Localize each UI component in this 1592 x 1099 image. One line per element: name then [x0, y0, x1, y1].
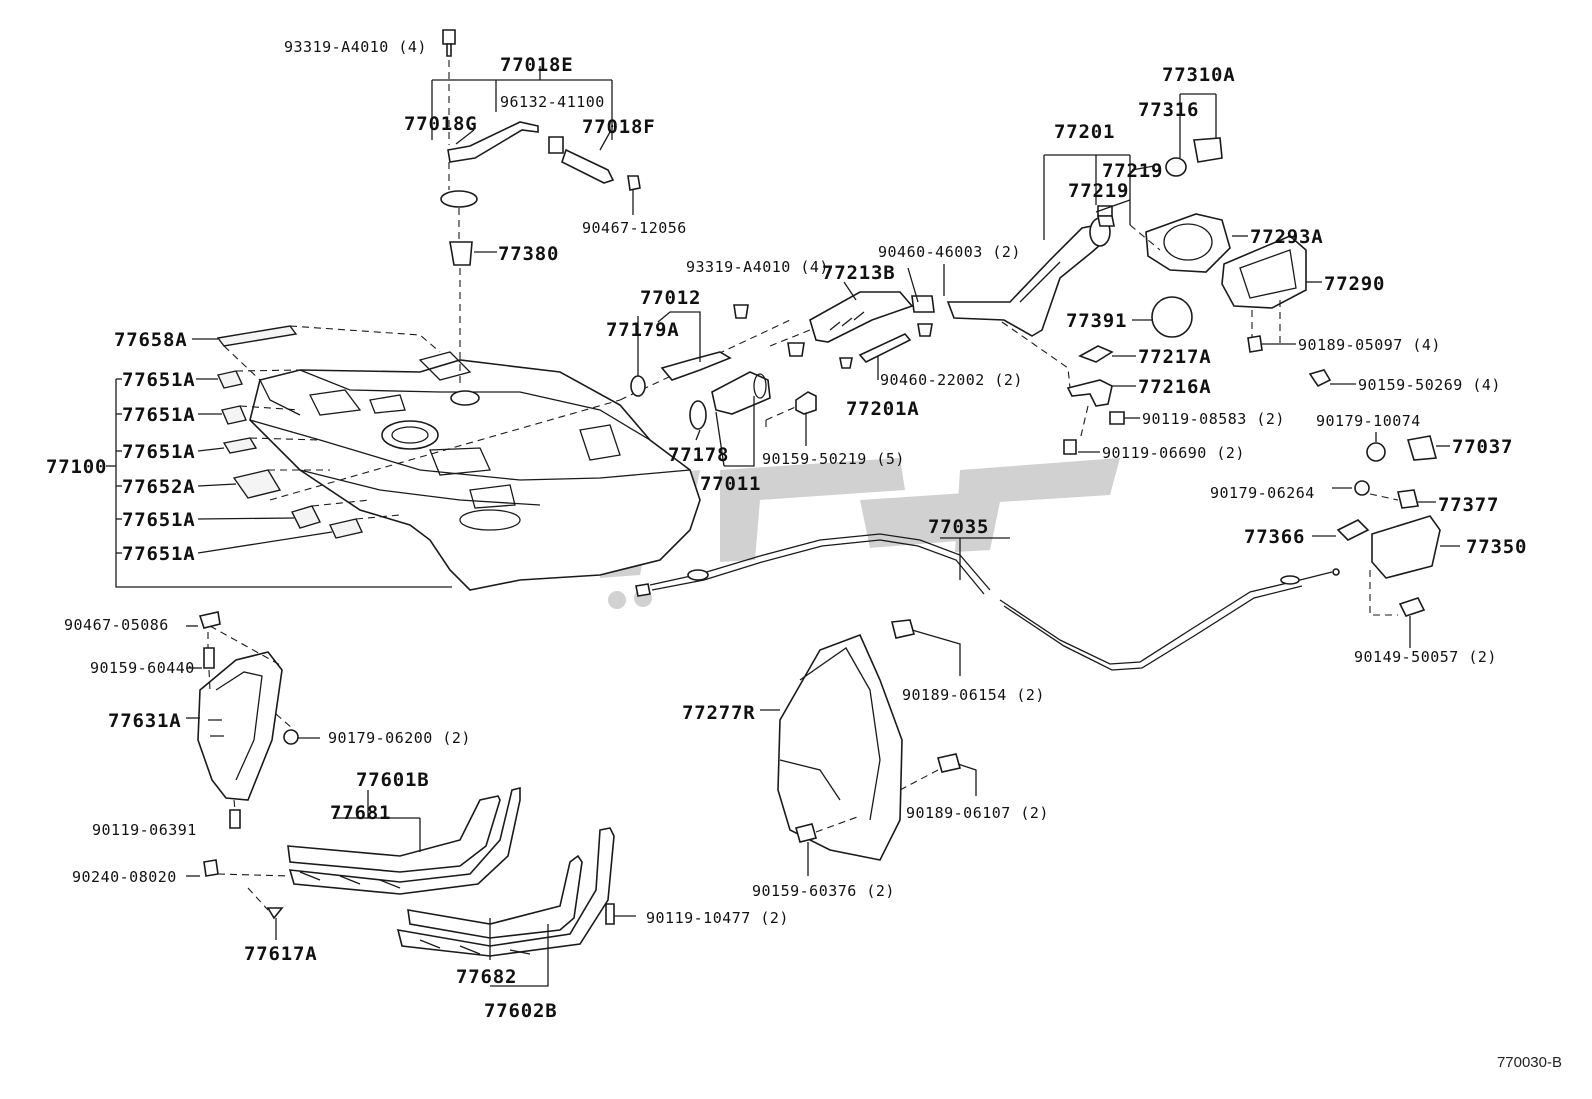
part-label: 77100: [46, 456, 108, 478]
part-label: 77651A: [122, 441, 196, 463]
part-label: 77617A: [244, 943, 318, 965]
part-label: 77201: [1054, 121, 1116, 143]
part-label: 77377: [1438, 494, 1500, 516]
opener-cable-77035: [635, 533, 1340, 671]
part-label: 77651A: [122, 543, 196, 565]
part-label: 77178: [668, 444, 730, 466]
part-label: 77652A: [122, 476, 196, 498]
part-label: 77179A: [606, 319, 680, 341]
part-label: 77310A: [1162, 64, 1236, 86]
part-label: 90467-12056: [582, 219, 687, 237]
tank-leaders: [106, 319, 791, 588]
part-label: 77602B: [484, 1000, 558, 1022]
part-label: 77601B: [356, 769, 430, 791]
part-label: 77213B: [822, 262, 896, 284]
fuel-lid-parts: [1312, 432, 1460, 648]
part-label: 77216A: [1138, 376, 1212, 398]
part-label: 96132-41100: [500, 93, 605, 111]
part-label: 77277R: [682, 702, 756, 724]
tank-straps: [186, 786, 636, 987]
part-label: 90159-60376 (2): [752, 882, 895, 900]
part-label: 77217A: [1138, 346, 1212, 368]
sender-gauge-assembly: [431, 29, 641, 385]
diagram-reference-code: 770030-B: [1496, 1054, 1562, 1071]
part-label: 90460-46003 (2): [878, 243, 1021, 261]
part-label: 90119-10477 (2): [646, 909, 789, 927]
part-label: 77350: [1466, 536, 1528, 558]
part-label: 90119-06690 (2): [1102, 444, 1245, 462]
pads: [216, 325, 363, 539]
part-label: 90159-60440: [90, 659, 195, 677]
part-label: 77011: [700, 473, 762, 495]
part-label: 77037: [1452, 436, 1514, 458]
part-label: 77366: [1244, 526, 1306, 548]
part-label: 90119-06391: [92, 821, 197, 839]
part-label: 90179-06264: [1210, 484, 1315, 502]
filler-brackets: [1001, 321, 1140, 455]
part-label: 90467-05086: [64, 616, 169, 634]
part-label: 77219: [1102, 160, 1164, 182]
part-label: 77682: [456, 966, 518, 988]
part-label: 90460-22002 (2): [880, 371, 1023, 389]
fuel-cap-and-lid: [1129, 93, 1356, 388]
part-label: 90189-05097 (4): [1298, 336, 1441, 354]
part-label: 77380: [498, 243, 560, 265]
part-label: 77658A: [114, 329, 188, 351]
part-label: 77018E: [500, 54, 574, 76]
label-leaders: [455, 129, 1155, 467]
part-label: 77018F: [582, 116, 656, 138]
part-label: 90119-08583 (2): [1142, 410, 1285, 428]
part-label: 90159-50219 (5): [762, 450, 905, 468]
part-label: 90149-50057 (2): [1354, 648, 1497, 666]
part-label: 77201A: [846, 398, 920, 420]
part-label: 77651A: [122, 404, 196, 426]
part-label: 77012: [640, 287, 702, 309]
protector-77631A: [186, 611, 320, 829]
part-label: 77293A: [1250, 226, 1324, 248]
part-label: 77681: [330, 802, 392, 824]
part-label: 77219: [1068, 180, 1130, 202]
bolt-90159-50219: [795, 391, 817, 446]
part-label: 77316: [1138, 99, 1200, 121]
part-label: 77018G: [404, 113, 478, 135]
part-label: 77391: [1066, 310, 1128, 332]
part-label: 90189-06107 (2): [906, 804, 1049, 822]
fuel-tank-77100: [249, 351, 701, 591]
part-label: 77035: [928, 516, 990, 538]
part-label: 77631A: [108, 710, 182, 732]
part-label: 90179-06200 (2): [328, 729, 471, 747]
part-label: 93319-A4010 (4): [686, 258, 829, 276]
fender-liner-77277R: [760, 619, 977, 876]
part-label: 93319-A4010 (4): [284, 38, 427, 56]
part-label: 90179-10074: [1316, 412, 1421, 430]
part-label: 77651A: [122, 369, 196, 391]
part-label: 90189-06154 (2): [902, 686, 1045, 704]
filler-pipe-assembly: [630, 154, 1131, 432]
part-label: 77651A: [122, 509, 196, 531]
part-label: 90159-50269 (4): [1358, 376, 1501, 394]
part-label: 77290: [1324, 273, 1386, 295]
part-label: 90240-08020: [72, 868, 177, 886]
